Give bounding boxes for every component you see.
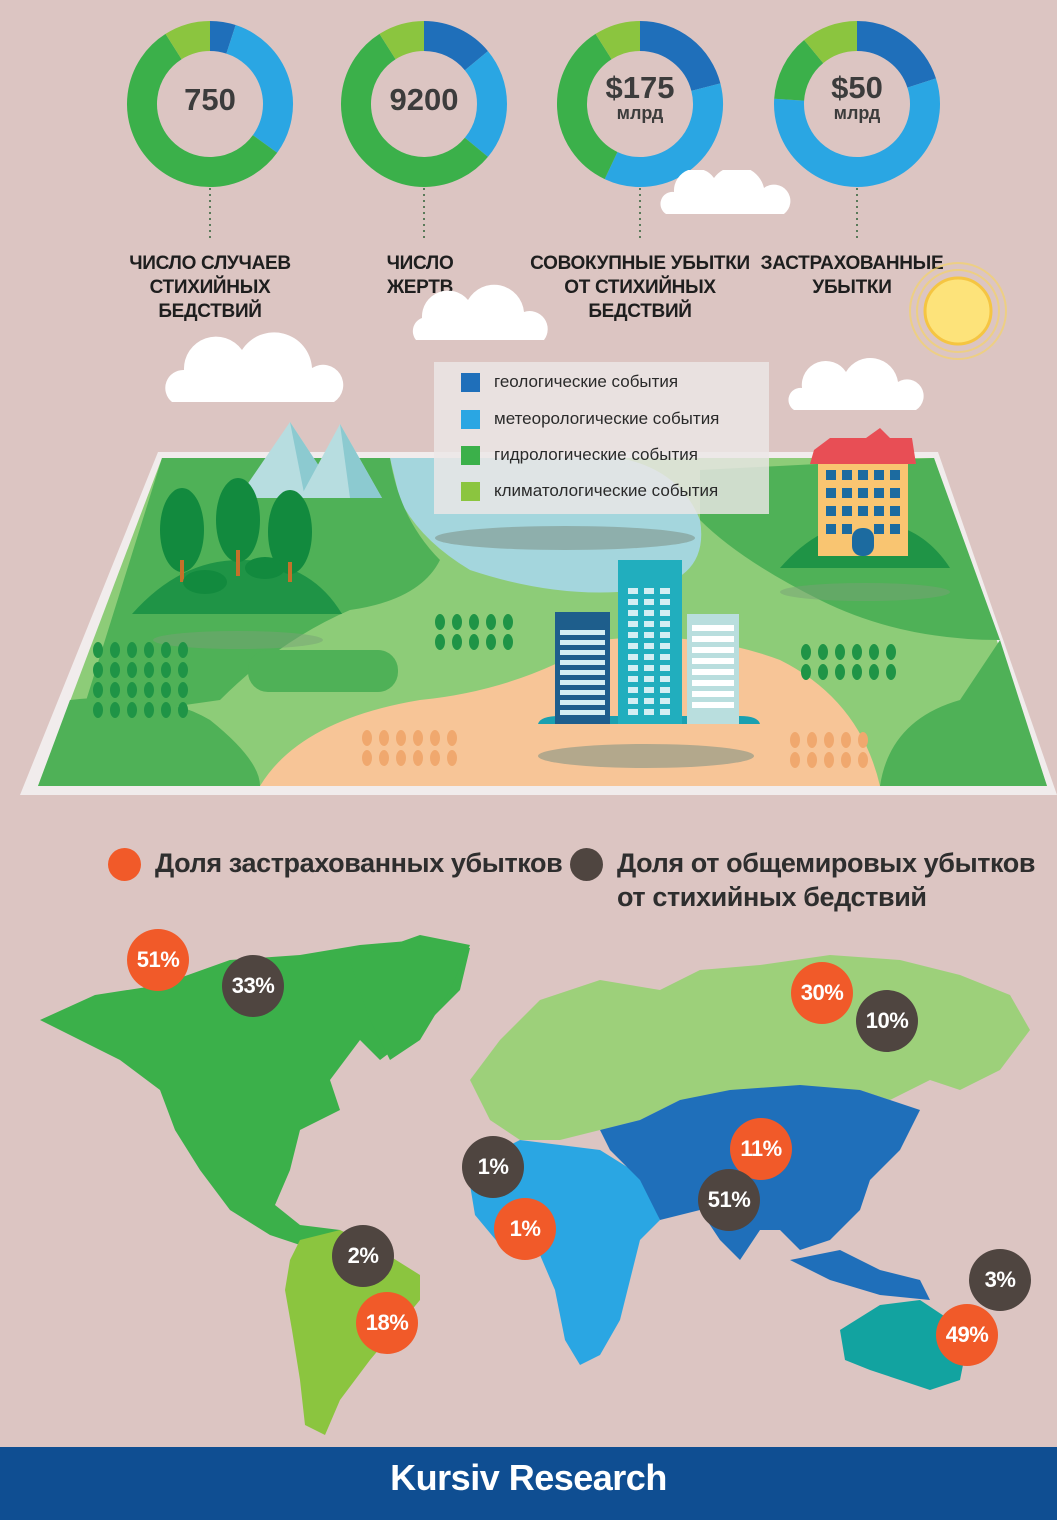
donut-4-slice-1 — [856, 21, 936, 89]
building-icons — [555, 560, 739, 724]
donut-3-slice-1 — [639, 21, 721, 92]
donut-1-slice-3 — [127, 33, 278, 187]
legend-item-hydrological: гидрологические события — [461, 442, 698, 468]
region-africa — [470, 1140, 660, 1365]
bubble-europe-insured: 30% — [791, 962, 853, 1024]
donut-4-slice-3 — [774, 40, 824, 102]
tree-icons — [160, 478, 312, 594]
donut-1-slice-1 — [209, 21, 236, 54]
donut-2-slice-4 — [379, 21, 425, 60]
donut-3-hole — [588, 52, 692, 156]
legend-item-geological: геологические события — [461, 369, 678, 395]
donut-2-slice-2 — [464, 51, 507, 157]
bubble-oceania-insured: 49% — [936, 1304, 998, 1366]
bubble-asia-insured: 11% — [730, 1118, 792, 1180]
region-latin-america — [285, 1230, 420, 1435]
bubble-oceania-global: 3% — [969, 1249, 1031, 1311]
bubble-latin-america-global: 2% — [332, 1225, 394, 1287]
donut-label-2: ЧИСЛО ЖЕРТВ — [386, 253, 454, 298]
bubble-north-america-global: 33% — [222, 955, 284, 1017]
donut-3-slice-2 — [604, 83, 723, 187]
sun-icon — [909, 262, 1007, 360]
cloud-icons — [165, 170, 924, 410]
donut-1-slice-2 — [225, 25, 293, 153]
footer-brand: Kursiv Research — [390, 1457, 667, 1498]
donut-label-4: ЗАСТРАХОВАННЫЕ УБЫТКИ — [760, 253, 944, 298]
donut-4-slice-2 — [774, 78, 940, 187]
donut-4-slice-4 — [804, 21, 858, 64]
legend-item-climatological: климатологические события — [461, 478, 718, 504]
orange-dot-icon — [108, 848, 141, 881]
donut-center-3: $175 млрд — [605, 70, 675, 123]
bubble-africa-insured: 1% — [494, 1198, 556, 1260]
donut-label-1: ЧИСЛО СЛУЧАЕВ СТИХИЙНЫХ БЕДСТВИЙ — [129, 253, 291, 322]
landscape-illustration — [20, 170, 1057, 795]
footer-brand-bar: Kursiv Research — [0, 1447, 1057, 1520]
bubble-africa-global: 1% — [462, 1136, 524, 1198]
donut-center-4: $50 млрд — [831, 70, 883, 123]
donut-2-slice-1 — [423, 21, 488, 71]
legend-item-meteorological: метеорологические события — [461, 406, 719, 432]
donut-2-hole — [372, 52, 476, 156]
donut-center-1: 750 — [184, 82, 236, 117]
donut-center-2: 9200 — [389, 82, 459, 117]
region-north-america — [40, 940, 470, 1260]
bubble-latin-america-insured: 18% — [356, 1292, 418, 1354]
bubble-europe-global: 10% — [856, 990, 918, 1052]
event-type-legend: геологические события метеорологические … — [434, 362, 769, 514]
donut-1-hole — [158, 52, 262, 156]
donut-charts — [127, 21, 940, 187]
donut-label-3: СОВОКУПНЫЕ УБЫТКИ ОТ СТИХИЙНЫХ БЕДСТВИЙ — [530, 253, 750, 322]
donut-3-slice-3 — [557, 33, 618, 180]
donut-2-slice-3 — [341, 33, 488, 187]
bubble-asia-global: 51% — [698, 1169, 760, 1231]
brown-dot-icon — [570, 848, 603, 881]
donut-4-hole — [805, 52, 909, 156]
legend-global-share: Доля от общемировых убытков от стихийных… — [570, 846, 1036, 914]
legend-insured-share: Доля застрахованных убытков — [108, 846, 563, 881]
donut-1-slice-4 — [165, 21, 211, 60]
house-icon — [810, 428, 916, 556]
region-oceania — [840, 1300, 965, 1390]
bubble-north-america-insured: 51% — [127, 929, 189, 991]
donut-3-slice-4 — [595, 21, 641, 60]
